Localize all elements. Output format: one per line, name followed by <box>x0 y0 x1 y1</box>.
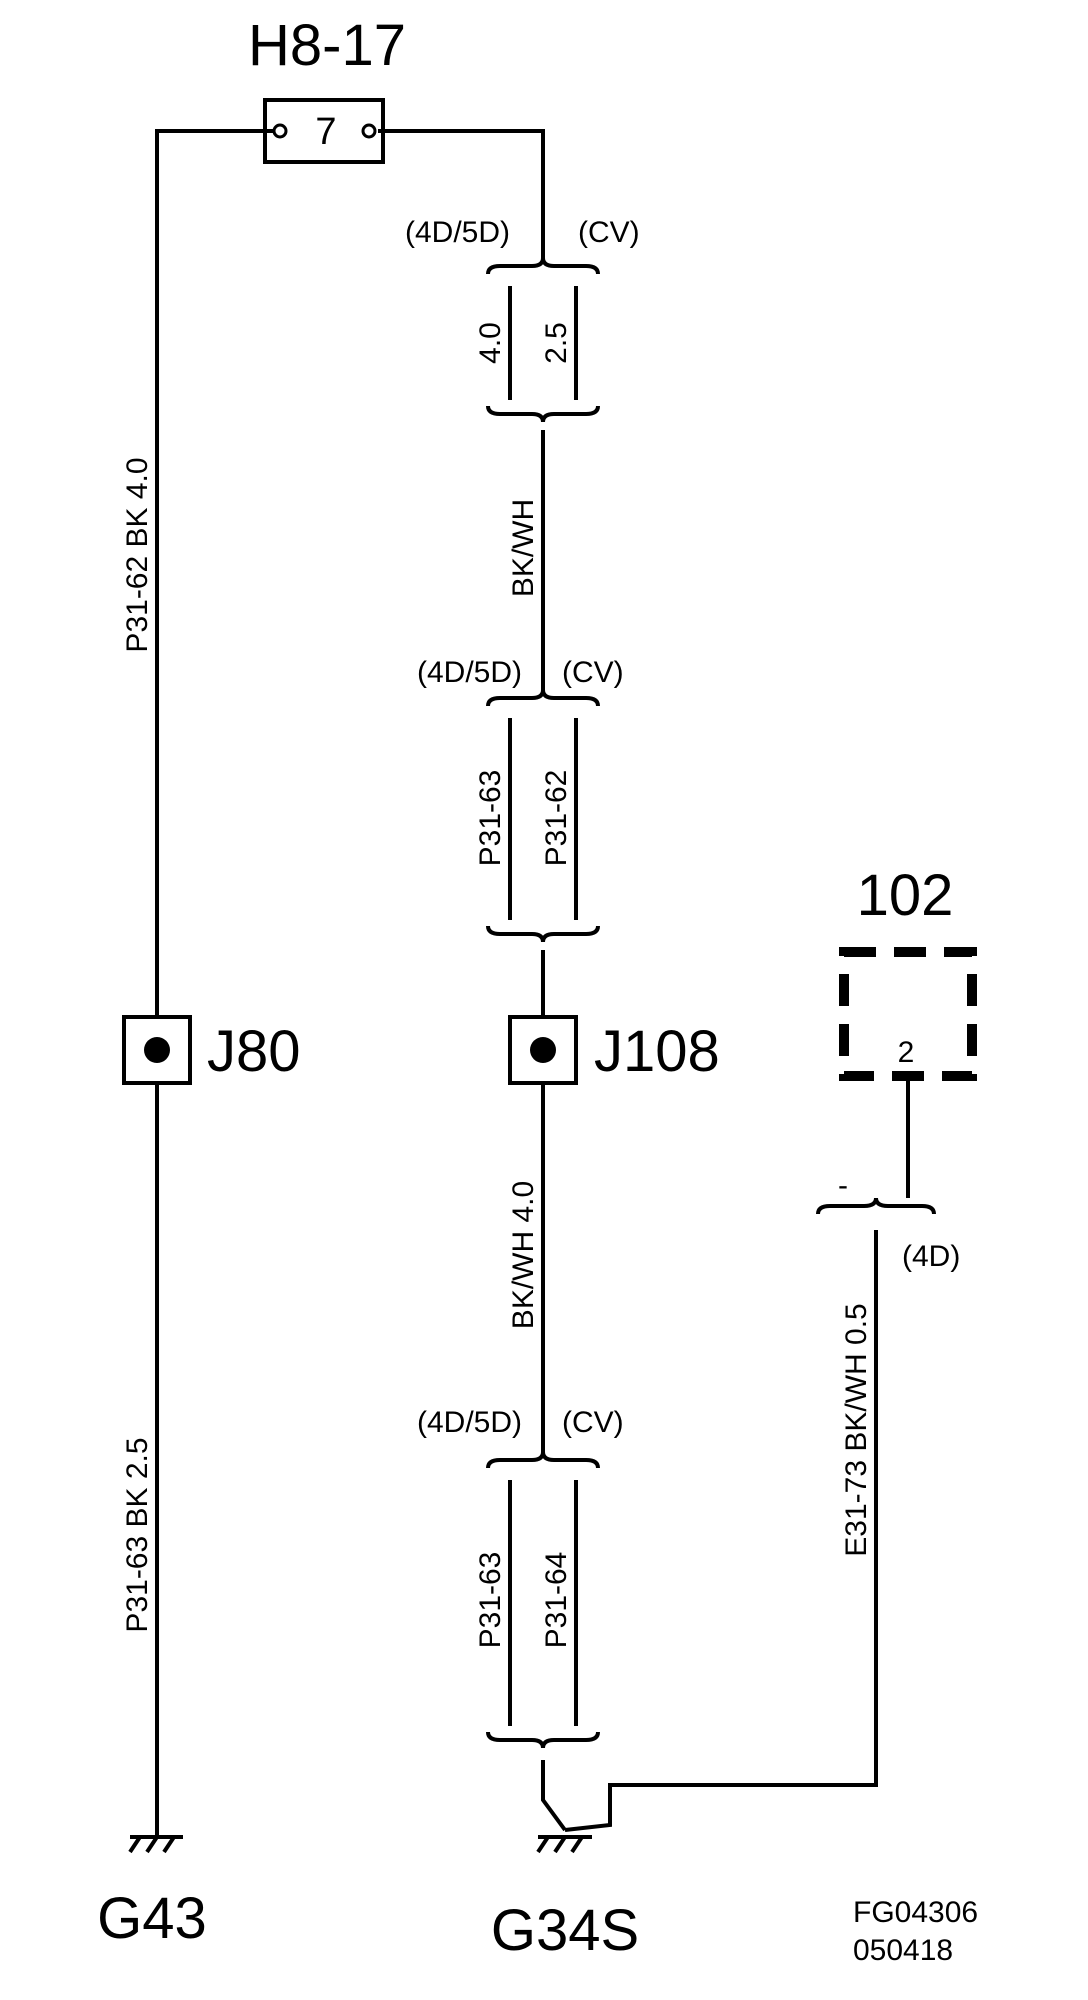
mid-splice-brackets <box>486 689 600 943</box>
top-splice-left-label: (4D/5D) <box>405 216 510 249</box>
top-wire-a-label: 4.0 <box>474 322 507 364</box>
ground-g34s-symbol <box>536 1380 878 1854</box>
junction-j108 <box>508 1015 578 1085</box>
low-splice-left-label: (4D/5D) <box>417 1406 522 1439</box>
right-wire-label: E31-73 BK/WH 0.5 <box>840 1303 873 1556</box>
junction-j108-label: J108 <box>594 1019 720 1084</box>
fuse-name: H8-17 <box>248 13 406 78</box>
mid-wire-a-label: P31-63 <box>474 770 507 867</box>
mid-splice-right-label: (CV) <box>562 656 624 689</box>
ground-g43-symbol <box>128 1835 183 1854</box>
component-102-variant: (4D) <box>902 1240 960 1273</box>
left-lower-wire-label: P31-63 BK 2.5 <box>121 1437 154 1632</box>
mid-wire-b-label: P31-62 <box>540 770 573 867</box>
center-wire <box>378 129 567 1832</box>
component-102-pin: 2 <box>898 1036 915 1069</box>
center-upper-wire-label: BK/WH <box>507 499 540 597</box>
left-wire <box>155 129 274 1835</box>
component-102-label: 102 <box>857 863 954 928</box>
ground-g43-label: G43 <box>97 1886 207 1951</box>
component-102-dash: - <box>838 1169 848 1202</box>
left-upper-wire-label: P31-62 BK 4.0 <box>121 457 154 652</box>
low-splice-brackets <box>486 1451 600 1749</box>
mid-splice-left-label: (4D/5D) <box>417 656 522 689</box>
top-splice-right-label: (CV) <box>578 216 640 249</box>
ground-g34s-label: G34S <box>491 1898 639 1963</box>
footer-code-1: FG04306 <box>853 1896 978 1929</box>
junction-j80 <box>122 1015 192 1085</box>
top-wire-b-label: 2.5 <box>540 322 573 364</box>
junction-j80-label: J80 <box>207 1019 301 1084</box>
low-wire-a-label: P31-63 <box>474 1552 507 1649</box>
low-wire-b-label: P31-64 <box>540 1552 573 1649</box>
component-102-wire <box>816 1076 936 1380</box>
low-splice-right-label: (CV) <box>562 1406 624 1439</box>
center-lower-wire-label: BK/WH 4.0 <box>507 1181 540 1329</box>
top-splice-brackets <box>486 257 600 423</box>
footer-code-2: 050418 <box>853 1934 953 1967</box>
fuse-number: 7 <box>315 111 336 153</box>
